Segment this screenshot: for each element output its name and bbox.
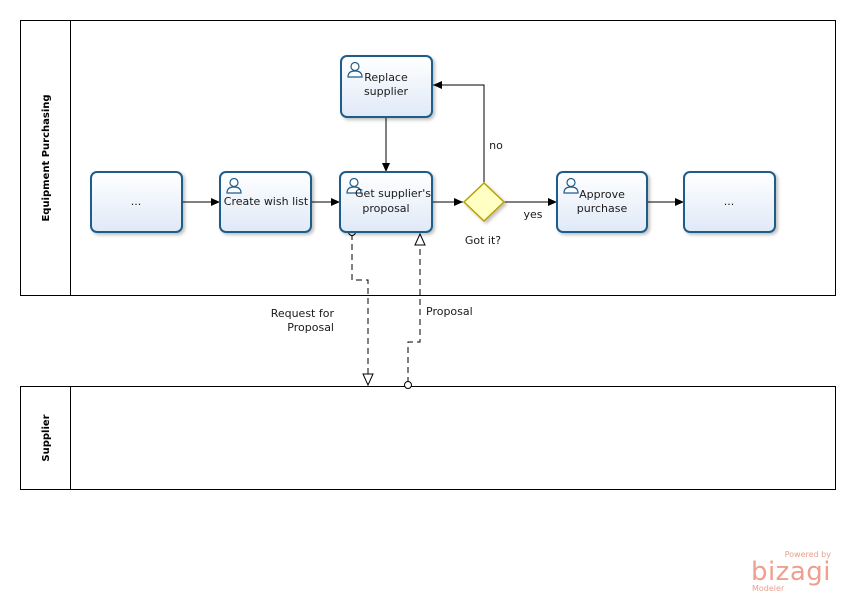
task-replace-label-line1: Replace — [364, 71, 408, 84]
user-task-icon — [226, 177, 242, 194]
task-create-wish-list[interactable]: Create wish list — [219, 171, 312, 233]
bizagi-logo: Powered by bizagi Modeler — [751, 550, 831, 593]
user-task-icon — [347, 61, 363, 78]
logo-powered-by: Powered by — [785, 550, 832, 559]
pool-title-equipment: Equipment Purchasing — [41, 94, 52, 221]
task-replace-label-line2: supplier — [364, 85, 409, 98]
task-get-proposal-label-line1: Get supplier's — [355, 187, 431, 200]
user-task-icon — [563, 177, 579, 194]
gateway-got-it[interactable] — [462, 181, 506, 223]
pool-supplier[interactable]: Supplier — [20, 386, 836, 490]
message-proposal — [407, 232, 426, 383]
gateway-label: Got it? — [465, 234, 501, 247]
task-approve-label-line2: purchase — [577, 202, 628, 215]
flow-label-yes: yes — [523, 208, 542, 221]
task-approve-label-line1: Approve — [579, 188, 625, 201]
sequence-flows — [182, 81, 684, 206]
task-get-suppliers-proposal[interactable]: Get supplier's proposal — [339, 171, 433, 233]
message-label-request-line2: Proposal — [287, 321, 334, 334]
message-flows — [351, 232, 426, 387]
message-label-request-line1: Request for — [271, 307, 335, 320]
task-end-ellipsis-label: ... — [724, 195, 735, 208]
task-replace-supplier[interactable]: Replace supplier — [340, 55, 433, 118]
task-end-ellipsis[interactable]: ... — [683, 171, 776, 233]
user-task-icon — [346, 177, 362, 194]
task-approve-purchase[interactable]: Approve purchase — [556, 171, 648, 233]
flow-gateway-no — [433, 81, 485, 183]
logo-product: Modeler — [752, 584, 785, 593]
task-create-wish-list-label: Create wish list — [224, 195, 309, 208]
task-get-proposal-label-line2: proposal — [362, 202, 409, 215]
message-label-proposal: Proposal — [426, 305, 473, 318]
logo-brand: bizagi — [751, 557, 831, 587]
flow-label-no: no — [489, 139, 503, 152]
message-proposal-source — [404, 381, 412, 389]
task-start-ellipsis-label: ... — [131, 195, 142, 208]
message-request-for-proposal — [351, 234, 374, 387]
task-start-ellipsis[interactable]: ... — [90, 171, 183, 233]
pool-title-supplier: Supplier — [41, 414, 52, 461]
